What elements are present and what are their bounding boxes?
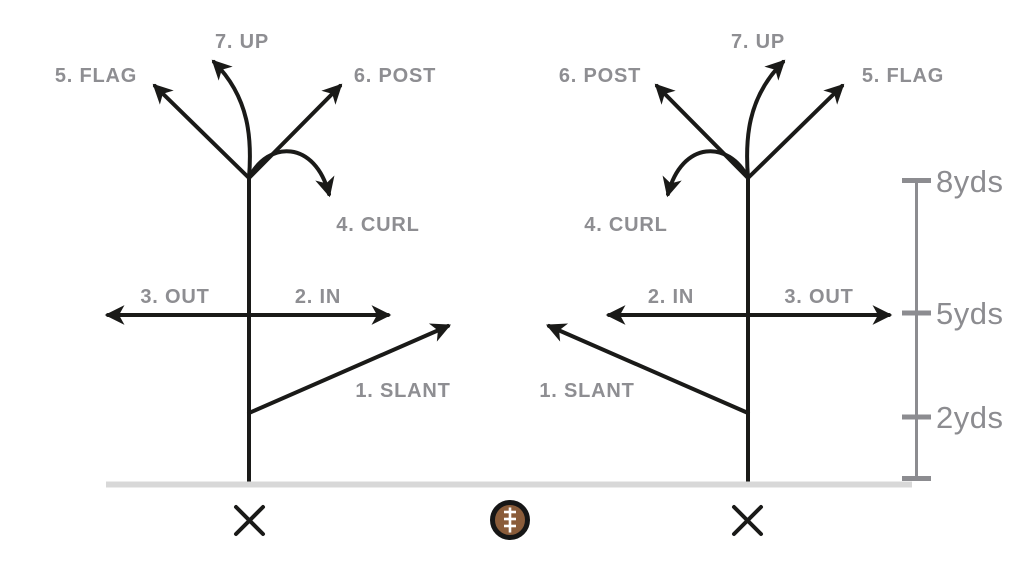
receiver-x-icon-right xyxy=(732,505,763,536)
route-label-curl-left: 4. CURL xyxy=(336,214,419,236)
route-label-flag-right: 5. FLAG xyxy=(862,65,944,87)
route-post-left xyxy=(247,83,343,180)
route-label-out-left: 3. OUT xyxy=(140,286,209,308)
route-label-flag-left: 5. FLAG xyxy=(55,65,137,87)
route-label-curl-right: 4. CURL xyxy=(584,214,667,236)
route-curl-right xyxy=(662,149,750,198)
route-tree-left: 5. FLAG 7. UP 6. POST 4. CURL 3. OUT 2. … xyxy=(55,31,452,482)
route-tree-right: 6. POST 7. UP 5. FLAG 4. CURL 2. IN 3. O… xyxy=(539,31,944,482)
route-post-right xyxy=(654,83,750,180)
route-slant-left xyxy=(247,323,452,415)
route-label-post-right: 6. POST xyxy=(559,65,641,87)
scale-label-5yds: 5yds xyxy=(936,296,1003,331)
route-up-left xyxy=(211,59,252,180)
scale-label-2yds: 2yds xyxy=(936,400,1003,435)
yardage-scale: 8yds 5yds 2yds xyxy=(902,164,1003,481)
receiver-x-icon-left xyxy=(234,505,265,536)
route-slant-right xyxy=(545,323,750,415)
route-label-in-right: 2. IN xyxy=(648,286,694,308)
route-label-up-right: 7. UP xyxy=(731,31,785,53)
route-label-post-left: 6. POST xyxy=(354,65,436,87)
route-label-out-right: 3. OUT xyxy=(784,286,853,308)
route-up-right xyxy=(745,59,786,180)
route-flag-right xyxy=(746,83,845,180)
route-label-slant-left: 1. SLANT xyxy=(355,380,450,402)
football-icon xyxy=(490,500,530,540)
route-label-up-left: 7. UP xyxy=(215,31,269,53)
route-flag-left xyxy=(152,83,251,180)
scale-label-8yds: 8yds xyxy=(936,164,1003,199)
route-label-slant-right: 1. SLANT xyxy=(539,380,634,402)
route-label-in-left: 2. IN xyxy=(295,286,341,308)
route-curl-left xyxy=(247,149,335,198)
